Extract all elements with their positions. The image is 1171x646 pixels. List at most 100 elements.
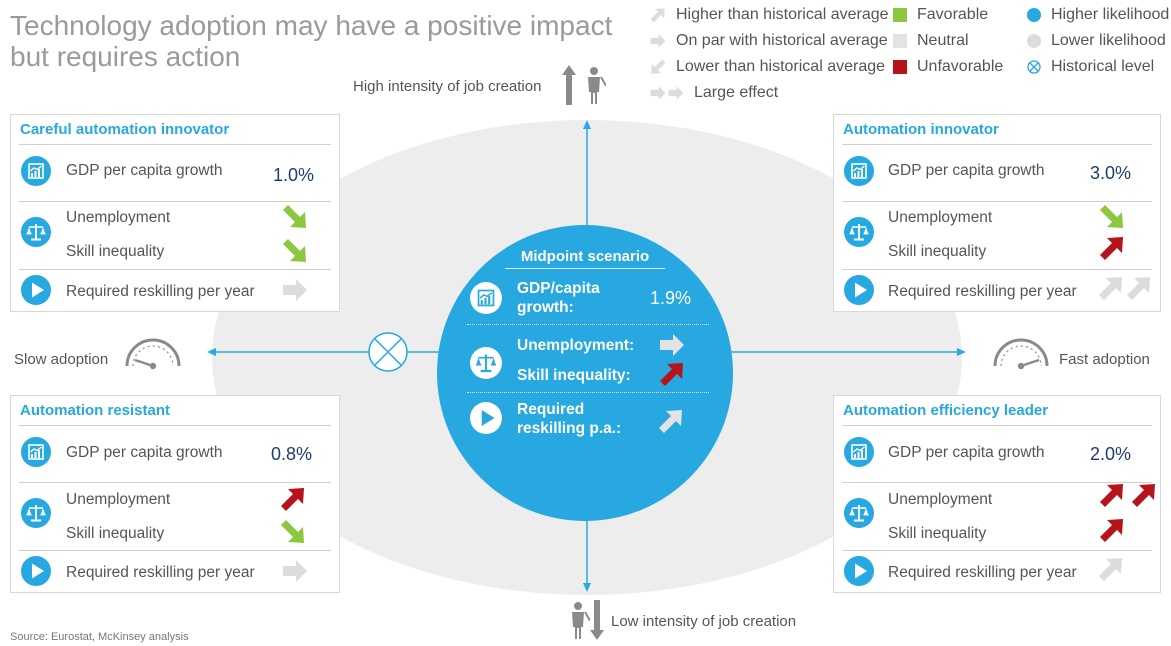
card-automation-innovator: Automation innovator GDP per capita grow… xyxy=(833,114,1161,312)
divider xyxy=(19,482,331,483)
gdp-chart-icon xyxy=(21,437,51,467)
play-icon xyxy=(844,275,874,305)
legend-neutral: Neutral xyxy=(893,32,969,50)
gdp-value: 0.8% xyxy=(271,444,313,464)
legend-lower-likelihood: Lower likelihood xyxy=(1027,32,1166,50)
arrow-up-right-neutral-icon xyxy=(1126,275,1152,301)
midpoint-title: Midpoint scenario xyxy=(520,248,650,265)
scale-icon xyxy=(21,498,51,528)
higher-likelihood-dot xyxy=(1027,8,1041,22)
skill-inequality-label: Skill inequality xyxy=(66,243,165,260)
scale-icon xyxy=(470,347,502,379)
arrow-up-right-neutral-icon xyxy=(1098,275,1124,301)
legend-label: On par with historical average xyxy=(676,32,888,49)
divider xyxy=(842,425,1152,426)
worker-icon xyxy=(582,65,606,105)
gdp-chart-icon xyxy=(470,282,502,314)
historical-level-icon xyxy=(368,332,408,372)
arrow-up-right-unfavorable-icon xyxy=(659,361,685,387)
gdp-label: GDP per capita growth xyxy=(66,162,223,179)
unemployment-label: Unemployment xyxy=(888,209,993,226)
divider xyxy=(842,550,1152,551)
arrow-up-right-neutral-icon xyxy=(658,408,684,434)
arrow-down-right-favorable-icon xyxy=(1099,204,1125,230)
divider xyxy=(842,201,1152,202)
scale-icon xyxy=(844,498,874,528)
divider xyxy=(467,324,709,325)
arrow-up-right-unfavorable-icon xyxy=(1131,482,1157,508)
divider xyxy=(19,144,331,145)
divider xyxy=(467,392,709,393)
divider xyxy=(842,144,1152,145)
divider xyxy=(505,268,665,269)
scale-icon xyxy=(21,217,51,247)
gdp-value: 1.0% xyxy=(273,165,315,185)
legend-label: Favorable xyxy=(917,6,989,23)
arrow-down-right-favorable-icon xyxy=(282,238,308,264)
arrow-right-neutral-icon xyxy=(282,277,308,303)
legend-higher-likelihood: Higher likelihood xyxy=(1027,6,1169,24)
reskilling-label: Required reskilling per year xyxy=(888,283,1077,300)
favorable-swatch xyxy=(893,8,907,22)
reskilling-label-line2: reskilling p.a.: xyxy=(517,420,622,437)
divider xyxy=(842,269,1152,270)
arrow-up-icon xyxy=(562,65,576,105)
arrow-up-right-unfavorable-icon xyxy=(1099,482,1125,508)
legend-favorable: Favorable xyxy=(893,6,988,24)
arrow-up-right-unfavorable-icon xyxy=(1099,235,1125,261)
legend-label: Large effect xyxy=(694,84,779,101)
gauge-slow-icon xyxy=(123,336,183,370)
reskilling-label: Required reskilling per year xyxy=(66,283,255,300)
play-icon xyxy=(844,556,874,586)
skill-inequality-label: Skill inequality: xyxy=(517,367,631,384)
legend-higher-average: Higher than historical average xyxy=(650,6,889,24)
gauge-fast-icon xyxy=(991,336,1051,370)
card-title: Careful automation innovator xyxy=(20,121,230,138)
legend-label: Lower than historical average xyxy=(676,58,886,75)
play-icon xyxy=(21,556,51,586)
legend-label: Neutral xyxy=(917,32,969,49)
skill-inequality-label: Skill inequality xyxy=(888,243,987,260)
card-careful-automation-innovator: Careful automation innovator GDP per cap… xyxy=(10,114,340,312)
card-title: Automation efficiency leader xyxy=(843,402,1049,419)
gdp-chart-icon xyxy=(844,437,874,467)
play-icon xyxy=(470,402,502,434)
arrow-up-right-unfavorable-icon xyxy=(280,486,306,512)
lower-likelihood-dot xyxy=(1027,34,1041,48)
axis-label-right: Fast adoption xyxy=(1059,351,1150,368)
card-automation-efficiency-leader: Automation efficiency leader GDP per cap… xyxy=(833,395,1161,593)
legend-label: Higher than historical average xyxy=(676,6,889,23)
arrow-up-right-neutral-icon xyxy=(1098,556,1124,582)
legend-lower-average: Lower than historical average xyxy=(650,58,885,76)
midpoint-scenario: Midpoint scenario GDP/capita growth: 1.9… xyxy=(437,225,733,521)
reskilling-label: Required reskilling per year xyxy=(888,564,1077,581)
gdp-value: 1.9% xyxy=(650,288,692,308)
historical-level-icon xyxy=(1027,60,1041,74)
gdp-label-line2: growth: xyxy=(517,299,574,316)
gdp-label-line1: GDP/capita xyxy=(517,280,600,297)
skill-inequality-label: Skill inequality xyxy=(888,525,987,542)
card-title: Automation innovator xyxy=(843,121,999,138)
divider xyxy=(19,201,331,202)
gdp-value: 2.0% xyxy=(1090,444,1132,464)
divider xyxy=(842,482,1152,483)
arrow-right-neutral-icon xyxy=(282,558,308,584)
legend-label: Unfavorable xyxy=(917,58,1004,75)
gdp-value: 3.0% xyxy=(1090,163,1132,183)
legend-unfavorable: Unfavorable xyxy=(893,58,1003,76)
legend-large-effect: Large effect xyxy=(650,84,778,102)
legend-par-average: On par with historical average xyxy=(650,32,888,50)
unfavorable-swatch xyxy=(893,60,907,74)
scale-icon xyxy=(844,217,874,247)
unemployment-label: Unemployment: xyxy=(517,337,635,354)
unemployment-label: Unemployment xyxy=(66,209,171,226)
arrow-down-right-favorable-icon xyxy=(280,519,306,545)
divider xyxy=(19,269,331,270)
gdp-chart-icon xyxy=(21,156,51,186)
play-icon xyxy=(21,275,51,305)
skill-inequality-label: Skill inequality xyxy=(66,525,165,542)
reskilling-label-line1: Required xyxy=(517,401,585,418)
arrow-down-right-favorable-icon xyxy=(282,204,308,230)
gdp-label: GDP per capita growth xyxy=(888,162,1045,179)
divider xyxy=(19,425,331,426)
